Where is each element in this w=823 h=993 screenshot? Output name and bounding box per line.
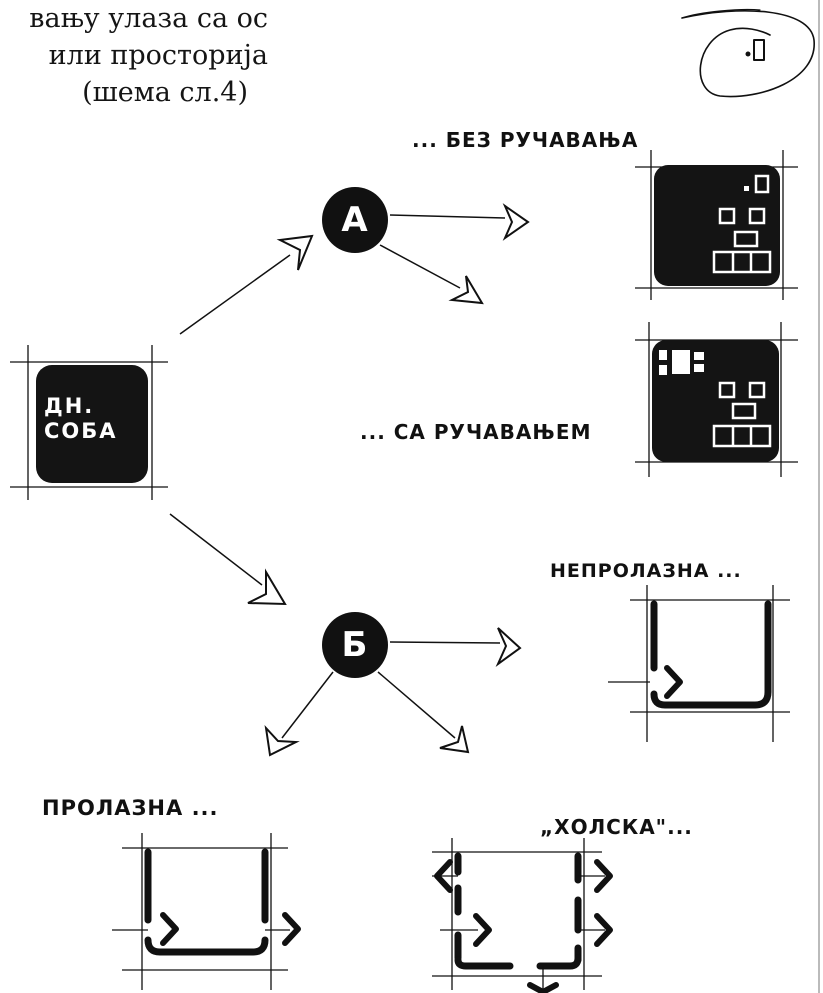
label-without-dining: ... БЕЗ РУЧАВАЊА [412, 128, 639, 152]
top-text-line-2: или просторија [48, 40, 268, 71]
node-a-letter: А [341, 200, 369, 240]
top-text-line-1: вању улаза са ос [29, 3, 268, 34]
living-room-label: ДН. СОБА [44, 394, 118, 443]
node-b-letter: Б [341, 625, 369, 665]
plan-passable [112, 833, 301, 990]
node-a [322, 187, 388, 253]
label-hall-type: „ХОЛСКА"... [540, 815, 693, 839]
arrow-a-right [389, 203, 530, 241]
label-passable: ПРОЛАЗНА ... [42, 796, 219, 820]
node-b [322, 612, 388, 678]
plan-non-passable [608, 585, 790, 742]
top-text-line-3: (шема сл.4) [82, 77, 248, 108]
arrow-to-b [169, 513, 287, 606]
corner-seal-icon [681, 8, 815, 98]
label-with-dining: ... СА РУЧАВАЊЕМ [360, 420, 592, 444]
label-non-passable: НЕПРОЛАЗНА ... [550, 560, 742, 582]
plan-hall-type [432, 838, 613, 993]
arrow-b-down-right [377, 671, 470, 754]
top-text: вању улаза са ос или просторија (шема сл… [0, 0, 268, 111]
arrow-b-right [389, 627, 522, 668]
arrow-a-down [379, 244, 484, 305]
living-room-node [10, 345, 168, 500]
arrow-to-a [179, 234, 314, 335]
arrow-b-down-left [264, 671, 334, 757]
plan-without-dining [635, 150, 798, 300]
plan-with-dining [635, 322, 798, 477]
